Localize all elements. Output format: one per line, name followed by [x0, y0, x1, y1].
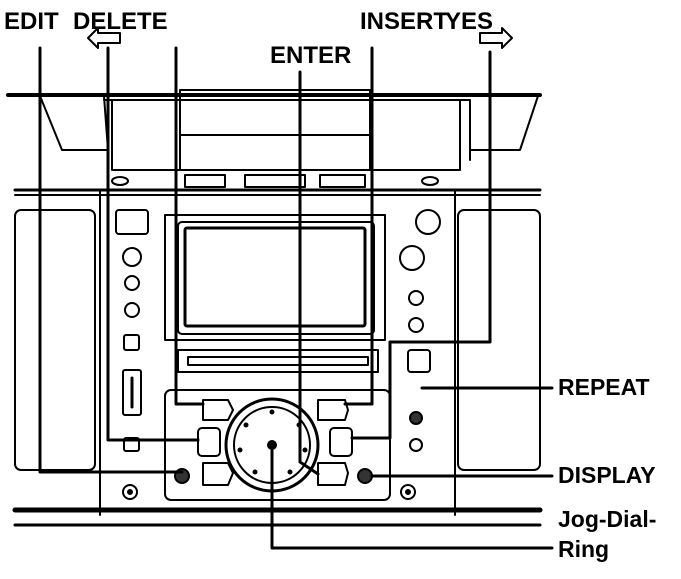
main-body — [12, 188, 543, 527]
right-controls — [399, 209, 441, 452]
label-delete: DELETE — [73, 8, 168, 35]
left-controls — [115, 209, 149, 452]
label-repeat: REPEAT — [558, 374, 650, 400]
label-jog-dial: Jog-Dial- — [558, 506, 657, 532]
lcd-display — [164, 214, 386, 373]
label-enter: ENTER — [270, 42, 352, 69]
label-jog-dial-ring: Ring — [558, 536, 610, 562]
leader-lines — [38, 46, 554, 550]
label-display: DISPLAY — [558, 462, 656, 488]
top-compartment — [111, 89, 461, 188]
left-arrow-icon — [87, 27, 121, 49]
feet — [122, 484, 416, 500]
label-edit: EDIT — [4, 8, 59, 35]
right-arrow-icon — [479, 27, 513, 49]
label-yes: YES — [445, 8, 494, 35]
label-insert: INSERT — [360, 8, 449, 35]
